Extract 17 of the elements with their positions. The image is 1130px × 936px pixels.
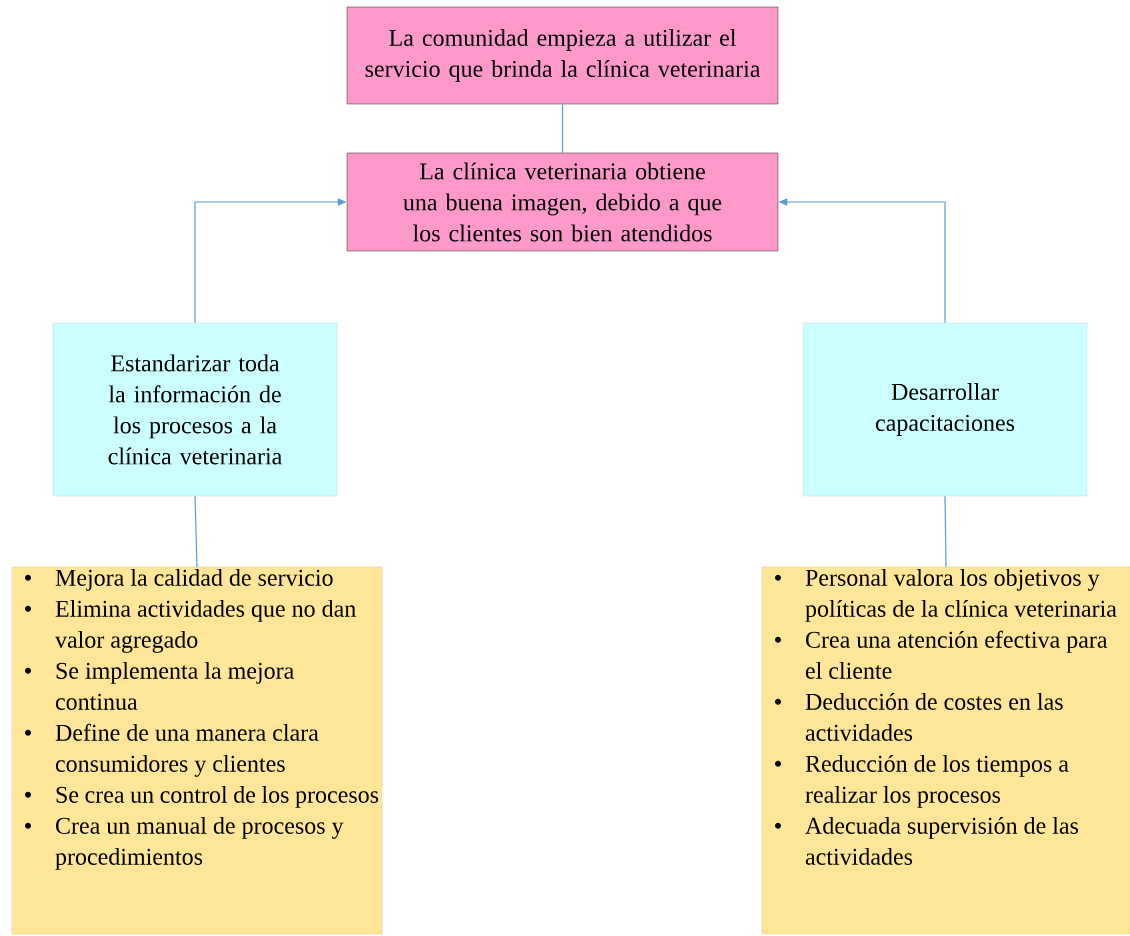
list-item: Se implementa la mejora continua xyxy=(55,662,294,710)
list-item: Adecuada supervisión de las actividades xyxy=(805,816,1079,865)
effect-box: La clínica veterinaria obtiene una buena imagen, debido a que los clientes son bien atendidos xyxy=(346,152,779,252)
action-box: Estandarizar toda la información de los procesos a la clínica veterinaria xyxy=(52,322,338,497)
effect-box: La comunidad empieza a utilizar el servicio que brinda la clínica veterinaria xyxy=(346,6,779,105)
list-item: Se crea un control de los procesos xyxy=(56,786,379,808)
list-item: Mejora la calidad de servicio xyxy=(55,569,333,591)
list-item: Elimina actividades que no dan valor agregado xyxy=(55,600,356,653)
list-item: Personal valora los objetivos y políticas de la clínica veterinaria xyxy=(805,569,1117,622)
bullet-list-box xyxy=(11,566,383,935)
list-item: Define de una manera clara consumidores y clientes xyxy=(55,723,319,777)
list-item: Deducción de costes en las actividades xyxy=(805,692,1063,741)
list-item: Reducción de los tiempos a realizar los procesos xyxy=(805,754,1069,808)
list-item: Crea una atención efectiva para el cliente xyxy=(805,630,1108,679)
list-item: Crea un manual de procesos y procedimientos xyxy=(55,817,344,870)
action-box: Desarrollar capacitaciones xyxy=(802,322,1088,497)
bullet-list-box xyxy=(761,566,1130,935)
